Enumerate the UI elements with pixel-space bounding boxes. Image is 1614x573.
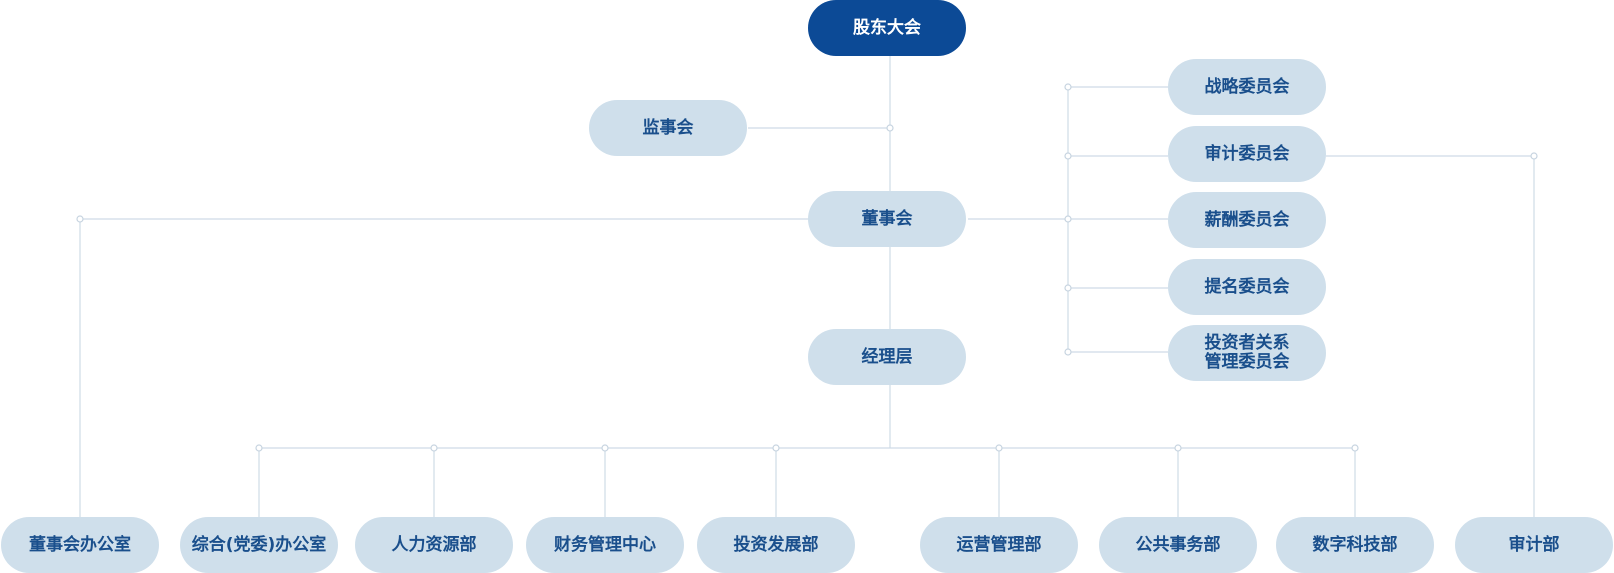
junction-dot: [1351, 444, 1359, 452]
node-committee-investor-relations[interactable]: 投资者关系 管理委员会: [1168, 325, 1326, 381]
node-dept-board-office[interactable]: 董事会办公室: [1, 517, 159, 573]
node-dept-audit[interactable]: 审计部: [1455, 517, 1613, 573]
node-dept-public-affairs[interactable]: 公共事务部: [1099, 517, 1257, 573]
junction-dot: [601, 444, 609, 452]
node-shareholders[interactable]: 股东大会: [808, 0, 966, 56]
junction-dot: [1530, 152, 1538, 160]
node-dept-operations[interactable]: 运营管理部: [920, 517, 1078, 573]
node-committee-audit[interactable]: 审计委员会: [1168, 126, 1326, 182]
junction-dot: [772, 444, 780, 452]
node-board[interactable]: 董事会: [808, 191, 966, 247]
junction-dot: [255, 444, 263, 452]
junction-dot: [1064, 83, 1072, 91]
junction-dot: [995, 444, 1003, 452]
node-management[interactable]: 经理层: [808, 329, 966, 385]
junction-dot: [1174, 444, 1182, 452]
node-committee-compensation[interactable]: 薪酬委员会: [1168, 192, 1326, 248]
junction-dot: [430, 444, 438, 452]
node-dept-hr[interactable]: 人力资源部: [355, 517, 513, 573]
node-dept-general-office[interactable]: 综合(党委)办公室: [180, 517, 338, 573]
node-dept-finance[interactable]: 财务管理中心: [526, 517, 684, 573]
junction-dot: [1064, 348, 1072, 356]
junction-dot: [1064, 215, 1072, 223]
junction-dot: [886, 124, 894, 132]
node-dept-digital-tech[interactable]: 数字科技部: [1276, 517, 1434, 573]
junction-dot: [76, 215, 84, 223]
junction-dot: [1064, 284, 1072, 292]
junction-dot: [1064, 152, 1072, 160]
node-dept-investment[interactable]: 投资发展部: [697, 517, 855, 573]
node-committee-nomination[interactable]: 提名委员会: [1168, 259, 1326, 315]
node-committee-strategy[interactable]: 战略委员会: [1168, 59, 1326, 115]
node-supervisory-board[interactable]: 监事会: [589, 100, 747, 156]
